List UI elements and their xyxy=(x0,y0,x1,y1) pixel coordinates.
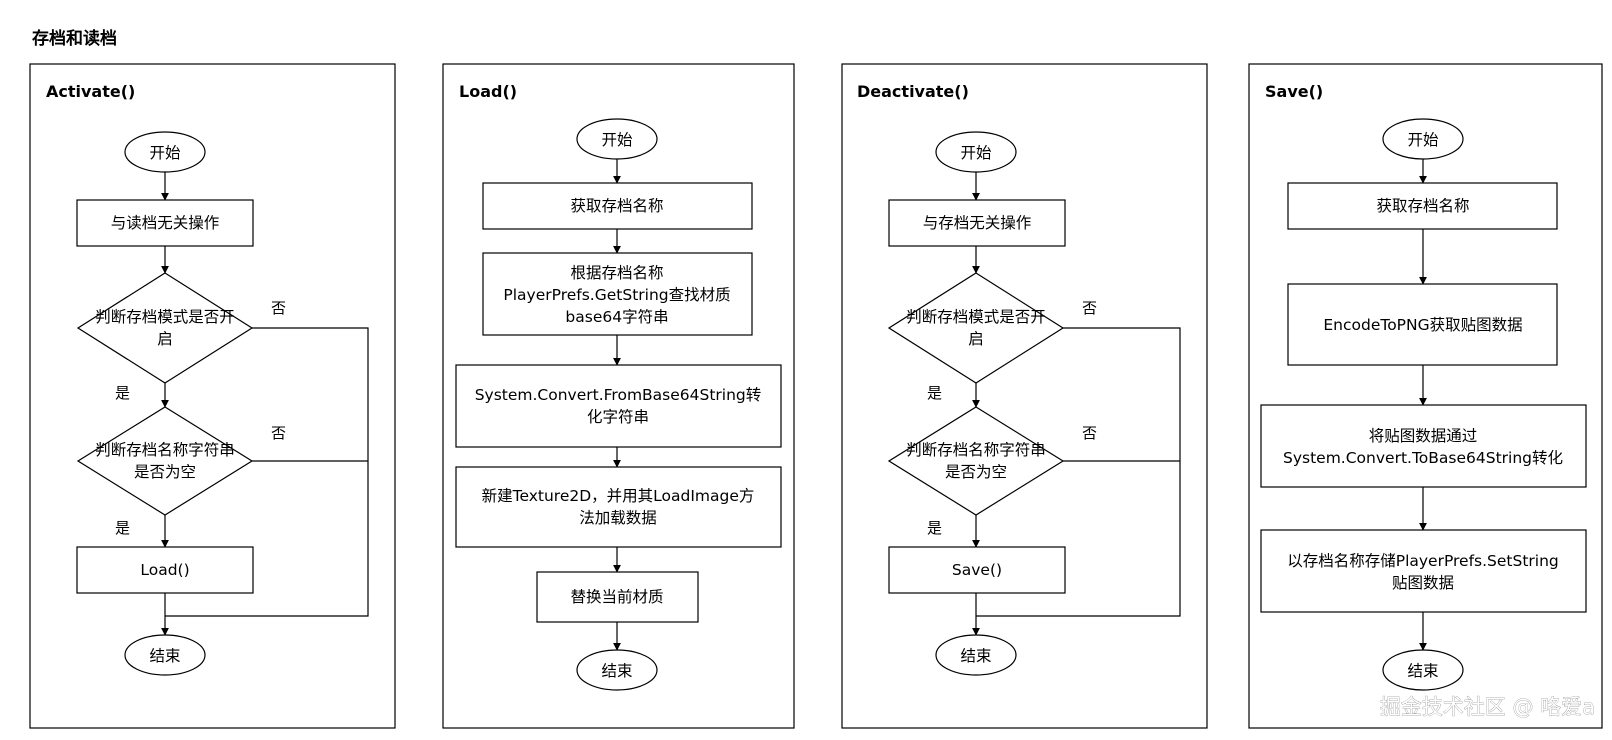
start-label: 开始 xyxy=(601,131,633,149)
watermark: 掘金技术社区 @ 咯爱a xyxy=(1380,695,1595,719)
process-node xyxy=(455,364,782,448)
no-label: 否 xyxy=(1082,299,1097,317)
process-label-line1: System.Convert.FromBase64String转 xyxy=(475,386,762,404)
yes-label: 是 xyxy=(115,384,130,402)
lane-title-load: Load() xyxy=(459,82,517,101)
decision-name-label-line1: 判断存档名称字符串 xyxy=(95,441,235,459)
process-node xyxy=(888,199,1066,247)
process-node xyxy=(76,199,254,247)
lane-title-activate: Activate() xyxy=(46,82,135,101)
process-node xyxy=(1260,404,1587,488)
decision-name-label-line2: 是否为空 xyxy=(134,463,196,481)
action-label: Load() xyxy=(140,561,189,579)
no-label: 否 xyxy=(271,424,286,442)
decision-mode-label-line1: 判断存档模式是否开 xyxy=(95,308,235,326)
lane-title-save: Save() xyxy=(1265,82,1323,101)
action-node xyxy=(888,546,1066,594)
diagram-title: 存档和读档 xyxy=(32,28,117,49)
yes-label: 是 xyxy=(115,519,130,537)
process-label: 替换当前材质 xyxy=(570,588,663,606)
action-node xyxy=(76,546,254,594)
process-label-line2: PlayerPrefs.GetString查找材质 xyxy=(503,286,730,304)
process-label: 获取存档名称 xyxy=(570,197,663,215)
process-label-line1: 以存档名称存储PlayerPrefs.SetString xyxy=(1287,552,1559,570)
lane-save: Save() 开始 获取存档名称 EncodeToPNG获取贴图数据 将贴图数据… xyxy=(1248,63,1603,729)
end-label: 结束 xyxy=(149,647,180,665)
start-label: 开始 xyxy=(960,144,992,162)
process-label-line2: 法加载数据 xyxy=(579,509,657,527)
end-node xyxy=(1382,649,1464,691)
yes-label: 是 xyxy=(927,384,942,402)
process-label-line2: System.Convert.ToBase64String转化 xyxy=(1283,449,1563,467)
lane-load: Load() 开始 获取存档名称 根据存档名称 PlayerPrefs.GetS… xyxy=(442,63,795,729)
no-label: 否 xyxy=(271,299,286,317)
process-node xyxy=(455,466,782,548)
process-label-line1: 根据存档名称 xyxy=(570,264,663,282)
decision-name-label-line2: 是否为空 xyxy=(945,463,1007,481)
process-node xyxy=(482,182,753,230)
end-node xyxy=(124,634,206,676)
start-label: 开始 xyxy=(149,144,181,162)
decision-mode-label-line1: 判断存档模式是否开 xyxy=(906,308,1046,326)
lane-deactivate: Deactivate() 开始 与存档无关操作 判断存档模式是否开 启 是 判断… xyxy=(841,63,1208,729)
process-node xyxy=(482,252,753,336)
end-node xyxy=(576,649,658,691)
process-label-line2: 化字符串 xyxy=(587,408,649,426)
yes-label: 是 xyxy=(927,519,942,537)
action-label: Save() xyxy=(952,561,1002,579)
start-label: 开始 xyxy=(1407,131,1439,149)
process-label-line1: 将贴图数据通过 xyxy=(1369,427,1478,445)
end-label: 结束 xyxy=(960,647,991,665)
end-label: 结束 xyxy=(601,662,632,680)
process-node xyxy=(1260,529,1587,613)
process-node xyxy=(1287,182,1558,230)
process-node xyxy=(536,571,699,623)
decision-name-label-line1: 判断存档名称字符串 xyxy=(906,441,1046,459)
lane-activate: Activate() 开始 与读档无关操作 判断存档模式是否开 启 是 判断存档… xyxy=(29,63,396,729)
lane-title-deactivate: Deactivate() xyxy=(857,82,969,101)
process-label: 与存档无关操作 xyxy=(923,214,1032,232)
process-label-line2: 贴图数据 xyxy=(1392,574,1454,592)
process-label: EncodeToPNG获取贴图数据 xyxy=(1323,316,1522,334)
process-label-line1: 新建Texture2D，并用其LoadImage方 xyxy=(482,487,755,505)
decision-mode-label-line2: 启 xyxy=(968,330,984,348)
process-label: 获取存档名称 xyxy=(1376,197,1469,215)
process-label-line3: base64字符串 xyxy=(565,308,668,326)
process-label: 与读档无关操作 xyxy=(111,214,220,232)
end-node xyxy=(935,634,1017,676)
no-label: 否 xyxy=(1082,424,1097,442)
end-label: 结束 xyxy=(1407,662,1438,680)
decision-mode-label-line2: 启 xyxy=(157,330,173,348)
